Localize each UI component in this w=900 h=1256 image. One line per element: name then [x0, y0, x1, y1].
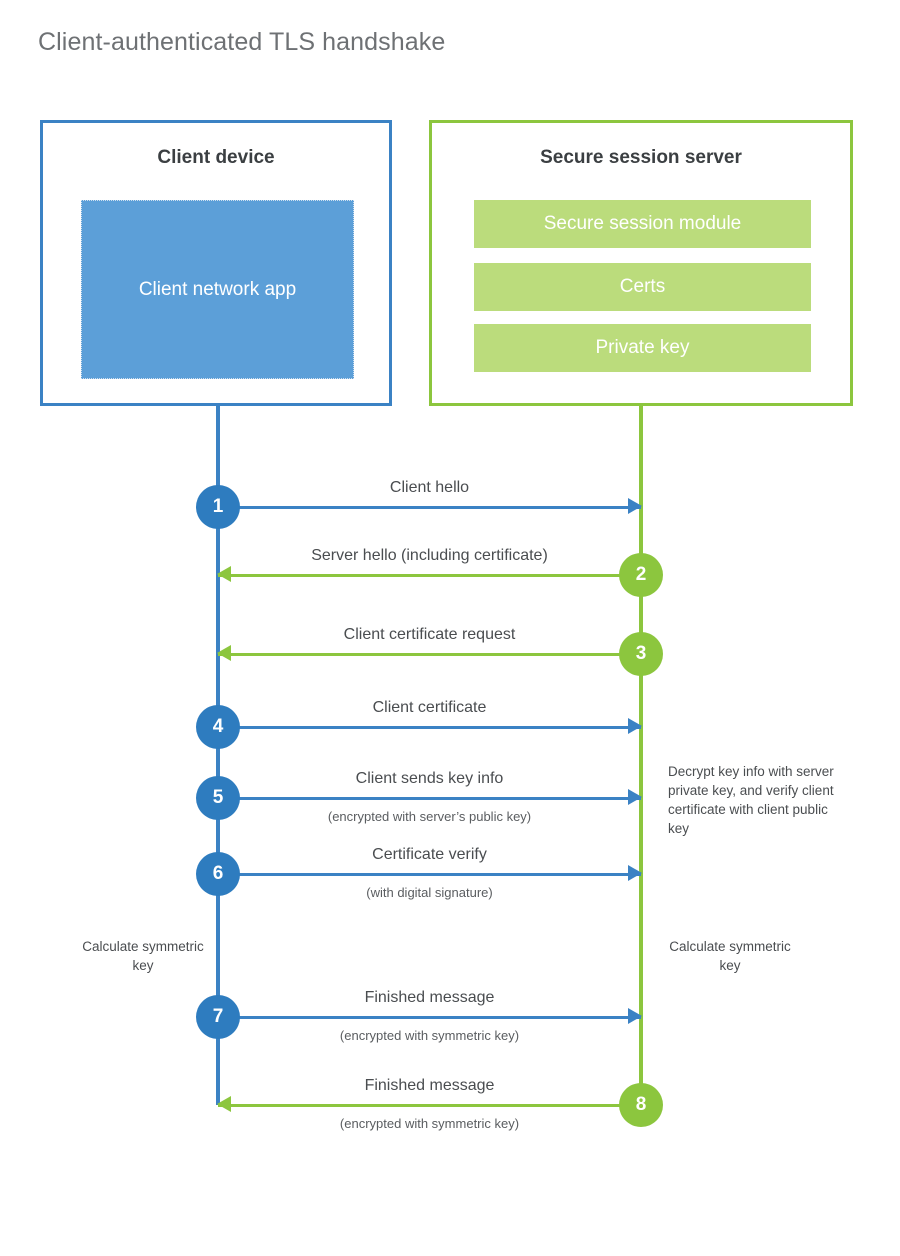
step-circle-1[interactable]: 1: [196, 485, 240, 529]
server-module-secure-session-module: Secure session module: [474, 200, 811, 248]
client-device-title: Client device: [157, 147, 275, 168]
step-circle-5[interactable]: 5: [196, 776, 240, 820]
message-arrow-5: [218, 797, 641, 800]
client-calculate-symmetric-key-note: Calculate symmetric key: [82, 939, 204, 974]
arrowhead-3: [217, 645, 231, 661]
message-sublabel-8: (encrypted with symmetric key): [339, 1116, 520, 1131]
step-circle-8[interactable]: 8: [619, 1083, 663, 1127]
message-label-4: Client certificate: [372, 699, 487, 716]
server-calculate-symmetric-key-note: Calculate symmetric key: [669, 939, 791, 974]
client-lifeline: [216, 403, 220, 1105]
server-module-certs: Certs: [474, 263, 811, 311]
server-decrypt-note: Decrypt key info with server private key…: [668, 764, 834, 837]
message-arrow-7: [218, 1016, 641, 1019]
step-circle-3[interactable]: 3: [619, 632, 663, 676]
step-circle-7[interactable]: 7: [196, 995, 240, 1039]
arrowhead-6: [628, 865, 642, 881]
message-sublabel-7: (encrypted with symmetric key): [339, 1028, 520, 1043]
message-arrow-2: [218, 574, 641, 577]
message-arrow-4: [218, 726, 641, 729]
message-label-3: Client certificate request: [343, 626, 516, 643]
arrowhead-5: [628, 789, 642, 805]
message-label-6: Certificate verify: [372, 846, 487, 863]
message-arrow-6: [218, 873, 641, 876]
arrowhead-7: [628, 1008, 642, 1024]
message-label-7: Finished message: [364, 989, 495, 1006]
step-circle-4[interactable]: 4: [196, 705, 240, 749]
step-circle-2[interactable]: 2: [619, 553, 663, 597]
message-arrow-3: [218, 653, 641, 656]
arrowhead-2: [217, 566, 231, 582]
secure-session-server-title: Secure session server: [540, 147, 742, 168]
message-arrow-8: [218, 1104, 641, 1107]
message-sublabel-6: (with digital signature): [366, 885, 493, 900]
client-device-box: Client device Client network app: [40, 120, 392, 406]
arrowhead-4: [628, 718, 642, 734]
client-network-app-block: Client network app: [81, 200, 354, 379]
server-module-private-key: Private key: [474, 324, 811, 372]
message-label-8: Finished message: [364, 1077, 495, 1094]
arrowhead-8: [217, 1096, 231, 1112]
server-lifeline: [639, 403, 643, 1105]
page-title: Client-authenticated TLS handshake: [38, 28, 446, 56]
secure-session-server-box: Secure session server Secure session mod…: [429, 120, 853, 406]
message-label-5: Client sends key info: [355, 770, 504, 787]
arrowhead-1: [628, 498, 642, 514]
message-label-1: Client hello: [389, 479, 470, 496]
message-label-2: Server hello (including certificate): [311, 547, 548, 564]
step-circle-6[interactable]: 6: [196, 852, 240, 896]
message-sublabel-5: (encrypted with server’s public key): [327, 809, 532, 824]
message-arrow-1: [218, 506, 641, 509]
